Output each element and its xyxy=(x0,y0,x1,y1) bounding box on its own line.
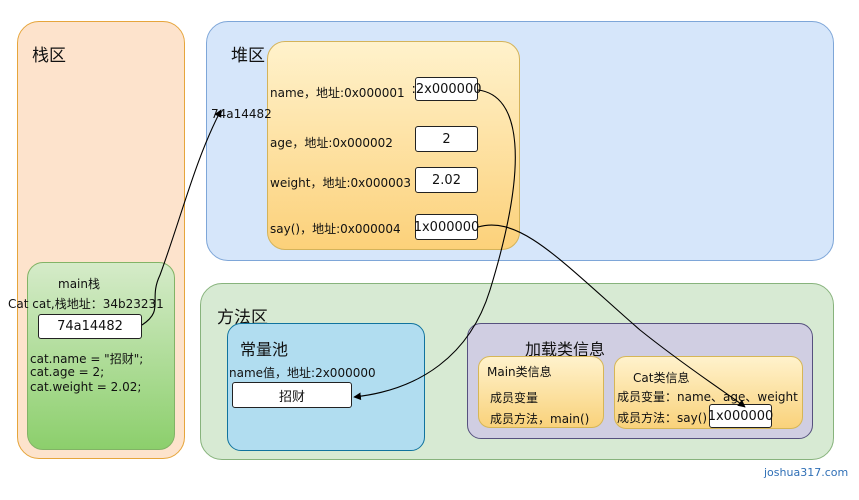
cat-method-address: 1x000000 xyxy=(708,404,773,428)
arrow-stack-to-heap xyxy=(141,109,222,326)
field-label-age: age，地址:0x000002 xyxy=(270,136,393,150)
heap-object-address: 74a14482 xyxy=(211,107,272,121)
stack-area-title: 栈区 xyxy=(32,46,66,66)
code-line: cat.name = "招财"; xyxy=(30,352,144,366)
cat-class-methods: 成员方法：say() xyxy=(617,411,708,425)
field-value-name: :2x000000 xyxy=(412,77,482,101)
main-class-info xyxy=(478,356,604,428)
code-line: cat.age = 2; xyxy=(30,365,105,379)
loaded-class-info-title: 加载类信息 xyxy=(525,340,606,359)
field-label-say: say()，地址:0x000004 xyxy=(270,222,401,236)
stack-var-value: 74a14482 xyxy=(38,314,142,339)
field-label-weight: weight，地址:0x000003 xyxy=(270,176,412,190)
cat-class-members: 成员变量：name、age、weight xyxy=(617,390,798,404)
cat-class-title: Cat类信息 xyxy=(633,371,690,385)
arrow-name-to-constant-pool xyxy=(353,89,516,401)
constant-pool-title: 常量池 xyxy=(240,340,289,359)
main-stack-frame xyxy=(27,262,175,450)
heap-area-title: 堆区 xyxy=(231,46,265,66)
code-line: cat.weight = 2.02; xyxy=(30,380,142,394)
field-value-age: 2 xyxy=(415,126,478,152)
constant-pool-entry-label: name值，地址:2x000000 xyxy=(229,366,376,380)
field-label-name: name，地址:0x000001 xyxy=(270,86,405,100)
field-value-weight: 2.02 xyxy=(415,167,478,193)
field-value-say: 1x000000 xyxy=(414,214,479,240)
stack-var-label: Cat cat,栈地址：34b23231 xyxy=(8,297,164,311)
constant-pool-entry-value: 招财 xyxy=(232,382,352,408)
main-class-title: Main类信息 xyxy=(487,365,552,379)
arrow-say-to-method-address xyxy=(477,224,746,408)
main-class-methods: 成员方法，main() xyxy=(490,412,590,426)
main-frame-title: main栈 xyxy=(58,277,100,291)
main-class-members: 成员变量 xyxy=(490,391,539,405)
watermark: joshua317.com xyxy=(764,466,849,479)
